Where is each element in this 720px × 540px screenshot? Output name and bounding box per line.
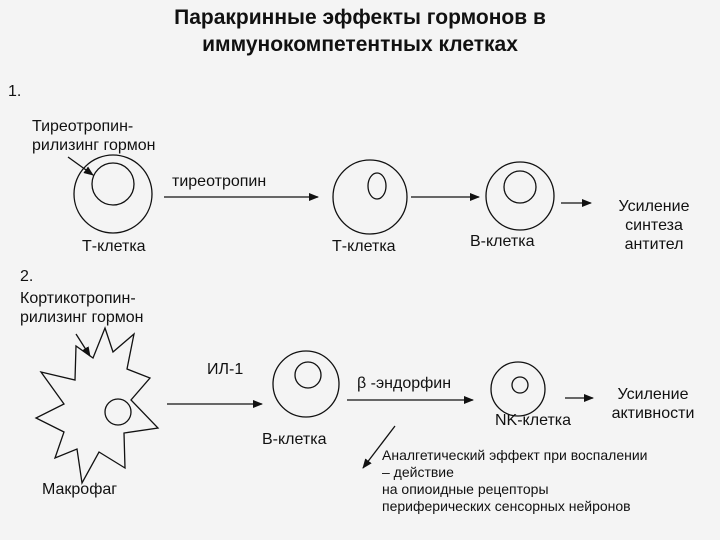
arrow-hormone-1 bbox=[67, 156, 94, 176]
page-title: Паракринные эффекты гормонов в иммуноком… bbox=[0, 4, 720, 58]
endorphin-label: β -эндорфин bbox=[357, 375, 452, 392]
effect-2-label: Усиление активности bbox=[598, 385, 708, 423]
analgesic-line-1: Аналгетический эффект при воспалении bbox=[382, 447, 648, 463]
effect-1-line-2: синтеза bbox=[625, 217, 683, 234]
hormone-1-label: Тиреотропин- рилизинг гормон bbox=[32, 117, 156, 155]
title-line-2: иммунокомпетентных клетках bbox=[202, 33, 518, 56]
effect-2-line-1: Усиление bbox=[617, 386, 689, 403]
arrow-hormone-2 bbox=[75, 333, 91, 357]
macrophage-label: Макрофаг bbox=[42, 481, 118, 498]
t-cell-2 bbox=[332, 159, 408, 235]
analgesic-line-4: периферических сенсорных нейронов bbox=[382, 498, 631, 514]
b-cell-2-label: В-клетка bbox=[262, 431, 327, 448]
section-1-number: 1. bbox=[8, 83, 22, 100]
effect-1-line-1: Усиление bbox=[618, 198, 690, 215]
hormone-2-label: Кортикотропин- рилизинг гормон bbox=[20, 289, 144, 327]
hormone-1-line-2: рилизинг гормон bbox=[32, 137, 156, 154]
analgesic-effect-text: Аналгетический эффект при воспалении – д… bbox=[382, 447, 648, 515]
b-cell-1 bbox=[485, 161, 555, 231]
effect-2-line-2: активности bbox=[611, 405, 695, 422]
hormone-2-line-2: рилизинг гормон bbox=[20, 309, 144, 326]
b-cell-2 bbox=[272, 350, 340, 418]
t-cell-1-label: Т-клетка bbox=[82, 238, 146, 255]
nk-cell-label: NK-клетка bbox=[495, 412, 572, 429]
macrophage-nucleus bbox=[104, 398, 132, 426]
il1-label: ИЛ-1 bbox=[207, 361, 244, 378]
nk-cell bbox=[490, 361, 546, 417]
macrophage-cell bbox=[34, 326, 160, 486]
hormone-2-line-1: Кортикотропин- bbox=[20, 290, 136, 307]
arrow-analgesic bbox=[362, 425, 396, 469]
section-2-number: 2. bbox=[20, 268, 34, 285]
t-cell-2-label: Т-клетка bbox=[332, 238, 396, 255]
thyrotropin-label: тиреотропин bbox=[172, 173, 267, 190]
title-line-1: Паракринные эффекты гормонов в bbox=[174, 6, 546, 29]
analgesic-line-3: на опиоидные рецепторы bbox=[382, 481, 549, 497]
b-cell-1-label: В-клетка bbox=[470, 233, 535, 250]
effect-1-line-3: антител bbox=[624, 236, 684, 253]
effect-1-label: Усиление синтеза антител bbox=[608, 197, 700, 254]
t-cell-1 bbox=[73, 154, 153, 234]
hormone-1-line-1: Тиреотропин- bbox=[32, 118, 134, 135]
analgesic-line-2: – действие bbox=[382, 464, 454, 480]
